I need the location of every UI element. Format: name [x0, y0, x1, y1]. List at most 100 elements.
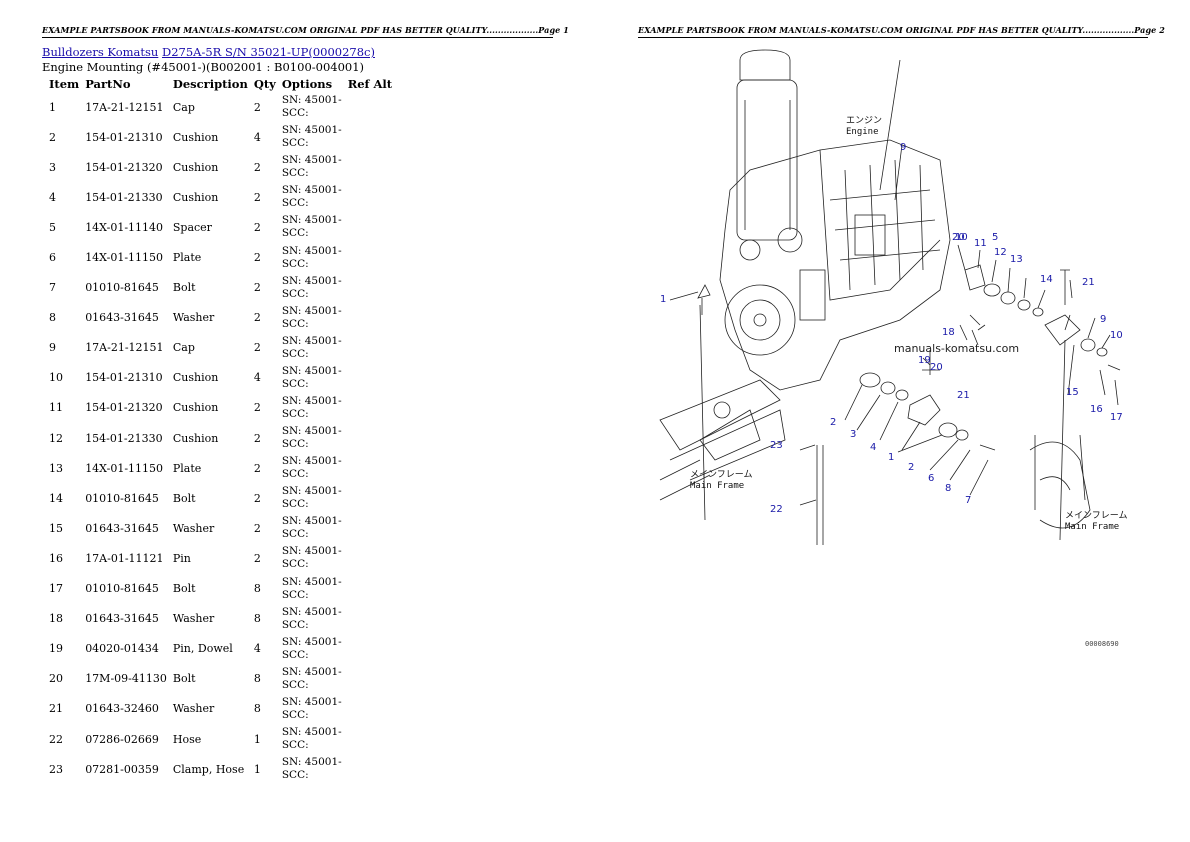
cell-options: SN: 45001-SCC:: [279, 664, 345, 694]
cell-partno: 01643-31645: [85, 311, 159, 325]
cell-qty: 2: [253, 491, 261, 505]
cell-item: 4: [49, 190, 56, 204]
col-header-partno: PartNo: [85, 77, 131, 91]
cell-options: SN: 45001-SCC:: [279, 122, 345, 152]
cell-description: Hose: [172, 732, 202, 746]
cell-partno: 17A-01-11121: [85, 551, 164, 565]
cell-refalt: [345, 604, 395, 634]
cell-refalt: [345, 754, 395, 784]
options-sn: SN: 45001-: [281, 124, 342, 137]
diagram-code: 00008690: [1085, 640, 1119, 648]
options-sn: SN: 45001-: [281, 394, 342, 407]
callout-number: 2: [830, 417, 836, 428]
cell-refalt: [345, 182, 395, 212]
options-scc: SCC:: [281, 227, 309, 240]
options-scc: SCC:: [281, 347, 309, 360]
options-scc: SCC:: [281, 137, 309, 150]
cell-qty: 4: [253, 130, 261, 144]
options-sn: SN: 45001-: [281, 485, 342, 498]
cell-refalt: [345, 724, 395, 754]
cell-refalt: [345, 273, 395, 303]
col-header-description: Description: [172, 77, 248, 91]
options-sn: SN: 45001-: [281, 605, 342, 618]
cell-description: Cushion: [172, 371, 219, 385]
page-title: Engine Mounting (#45001-)(B002001 : B010…: [42, 60, 365, 74]
cell-description: Bolt: [172, 281, 196, 295]
cell-description: Washer: [172, 702, 215, 716]
cell-description: Plate: [172, 251, 202, 265]
cell-item: 13: [49, 461, 63, 475]
callout-number: 6: [928, 473, 934, 484]
callout-number: 20: [952, 232, 965, 243]
cell-description: Pin: [172, 551, 191, 565]
cell-item: 17: [49, 582, 63, 596]
cell-options: SN: 45001-SCC:: [279, 242, 345, 272]
callout-number: 2: [908, 462, 914, 473]
cell-refalt: [345, 242, 395, 272]
callout-number: 21: [1082, 277, 1095, 288]
options-scc: SCC:: [281, 167, 309, 180]
cell-refalt: [345, 574, 395, 604]
options-sn: SN: 45001-: [281, 214, 342, 227]
cell-options: SN: 45001-SCC:: [279, 273, 345, 303]
page2-header: EXAMPLE PARTSBOOK FROM MANUALS-KOMATSU.C…: [638, 25, 1165, 38]
cell-description: Plate: [172, 461, 202, 475]
options-scc: SCC:: [281, 739, 309, 752]
cell-refalt: [345, 423, 395, 453]
cell-description: Cushion: [172, 160, 219, 174]
cell-partno: 01643-31645: [85, 612, 159, 626]
cell-qty: 1: [253, 732, 261, 746]
cell-qty: 2: [253, 341, 261, 355]
callout-number: 4: [870, 442, 876, 453]
cell-qty: 2: [253, 551, 261, 565]
cell-description: Cap: [172, 341, 195, 355]
options-scc: SCC:: [281, 317, 309, 330]
callout-labels: 1234126879101112131415161718192021202159…: [660, 142, 1123, 515]
options-sn: SN: 45001-: [281, 635, 342, 648]
cell-refalt: [345, 303, 395, 333]
frame2-label-en: Main Frame: [1065, 522, 1119, 532]
cell-options: SN: 45001-SCC:: [279, 754, 345, 784]
options-sn: SN: 45001-: [281, 364, 342, 377]
options-scc: SCC:: [281, 588, 309, 601]
cell-item: 1: [49, 100, 56, 114]
cell-refalt: [345, 122, 395, 152]
cell-item: 5: [49, 220, 56, 234]
col-header-refalt: Ref Alt: [347, 77, 393, 91]
breadcrumb-link-model[interactable]: D275A-5R S/N 35021-UP(0000278c): [161, 45, 375, 59]
engine-label-en: Engine: [846, 127, 879, 137]
cell-item: 22: [49, 732, 63, 746]
cell-item: 15: [49, 521, 63, 535]
options-sn: SN: 45001-: [281, 545, 342, 558]
breadcrumb: Bulldozers Komatsu D275A-5R S/N 35021-UP…: [42, 45, 375, 59]
cell-refalt: [345, 393, 395, 423]
cell-description: Bolt: [172, 491, 196, 505]
cell-partno: 154-01-21330: [85, 190, 163, 204]
options-sn: SN: 45001-: [281, 274, 342, 287]
callout-number: 13: [1010, 254, 1023, 265]
cell-refalt: [345, 92, 395, 122]
cell-description: Pin, Dowel: [172, 642, 233, 656]
cell-description: Cushion: [172, 130, 219, 144]
options-scc: SCC:: [281, 528, 309, 541]
callout-number: 9: [1100, 314, 1106, 325]
cell-options: SN: 45001-SCC:: [279, 574, 345, 604]
cell-qty: 2: [253, 521, 261, 535]
cell-refalt: [345, 333, 395, 363]
options-sn: SN: 45001-: [281, 244, 342, 257]
callout-number: 8: [945, 483, 951, 494]
cell-qty: 2: [253, 220, 261, 234]
cell-options: SN: 45001-SCC:: [279, 423, 345, 453]
breadcrumb-link-category[interactable]: Bulldozers Komatsu: [42, 45, 159, 59]
cell-options: SN: 45001-SCC:: [279, 634, 345, 664]
cell-qty: 2: [253, 401, 261, 415]
cell-options: SN: 45001-SCC:: [279, 483, 345, 513]
